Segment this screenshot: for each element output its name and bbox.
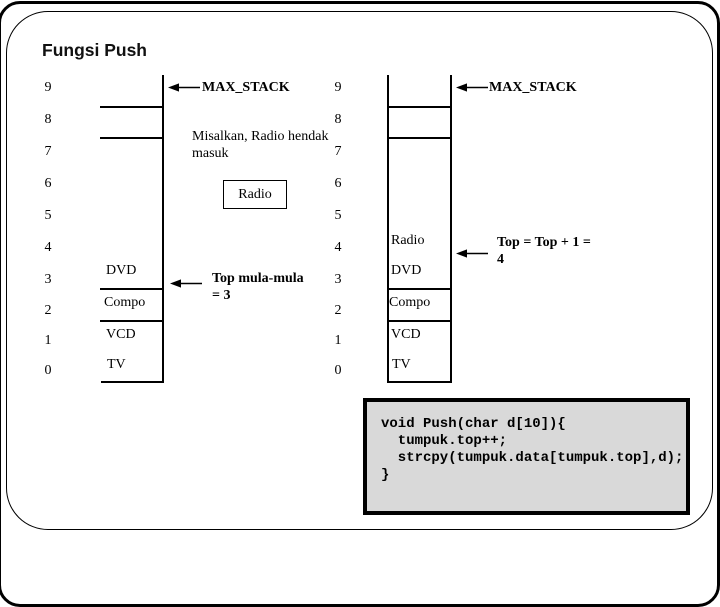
stack-cell-line [387, 320, 451, 322]
code-line: strcpy(tumpuk.data[tumpuk.top],d); [381, 450, 684, 466]
stack-index-label: 5 [44, 208, 52, 223]
stack-index-label: 0 [334, 363, 342, 378]
incoming-item-box: Radio [223, 180, 287, 209]
top-pointer-label: Top = Top + 1 = 4 [497, 235, 591, 267]
stack-item-label: TV [107, 357, 126, 372]
code-box: void Push(char d[10]){ tumpuk.top++; str… [363, 398, 690, 515]
stack-left-edge-line [387, 75, 389, 383]
stack-index-label: 9 [44, 80, 52, 95]
stack-index-label: 8 [44, 112, 52, 127]
stack-bottom-line [101, 381, 162, 383]
stack-cell-line [387, 137, 451, 139]
left-arrow-icon [168, 83, 200, 92]
stack-index-label: 0 [44, 363, 52, 378]
left-arrow-icon [170, 279, 202, 288]
stack-cell-line [100, 288, 162, 290]
stack-item-label: TV [392, 357, 411, 372]
left-arrow-icon [456, 83, 488, 92]
note-text: Misalkan, Radio hendak masuk [192, 129, 329, 161]
stack-index-label: 4 [44, 240, 52, 255]
stack-index-label: 2 [44, 303, 52, 318]
stack-item-label: Radio [391, 233, 425, 248]
stack-item-label: Compo [104, 295, 146, 310]
stack-index-label: 6 [334, 176, 342, 191]
stack-index-label: 9 [334, 80, 342, 95]
stack-cell-line [100, 106, 162, 108]
stack-bottom-line [387, 381, 451, 383]
stack-index-label: 6 [44, 176, 52, 191]
left-arrow-icon [456, 249, 488, 258]
stack-index-label: 3 [44, 272, 52, 287]
code-line: void Push(char d[10]){ [381, 416, 566, 432]
code-line: } [381, 467, 390, 483]
stack-item-label: VCD [106, 327, 136, 342]
stack-item-label: DVD [391, 263, 422, 278]
stack-item-label: DVD [106, 263, 137, 278]
stack-index-label: 1 [334, 333, 342, 348]
stack-cell-line [387, 106, 451, 108]
code-line: tumpuk.top++; [381, 433, 508, 449]
stack-index-label: 3 [334, 272, 342, 287]
stack-cell-line [100, 320, 162, 322]
stack-index-label: 4 [334, 240, 342, 255]
stack-item-label: VCD [391, 327, 421, 342]
top-pointer-label: Top mula-mula = 3 [212, 271, 304, 303]
stack-index-label: 2 [334, 303, 342, 318]
max-stack-label: MAX_STACK [202, 80, 290, 95]
stack-cell-line [100, 137, 162, 139]
stack-index-label: 5 [334, 208, 342, 223]
stack-index-label: 7 [44, 144, 52, 159]
incoming-item-label: Radio [238, 186, 272, 202]
stack-index-label: 1 [44, 333, 52, 348]
slide-border-inner [6, 11, 713, 530]
stack-index-label: 7 [334, 144, 342, 159]
stack-right-edge-line [450, 75, 452, 383]
stack-item-label: Compo [389, 295, 431, 310]
stack-index-label: 8 [334, 112, 342, 127]
stack-right-edge-line [162, 75, 164, 383]
page-title: Fungsi Push [42, 40, 147, 60]
max-stack-label: MAX_STACK [489, 80, 577, 95]
stack-cell-line [387, 288, 451, 290]
